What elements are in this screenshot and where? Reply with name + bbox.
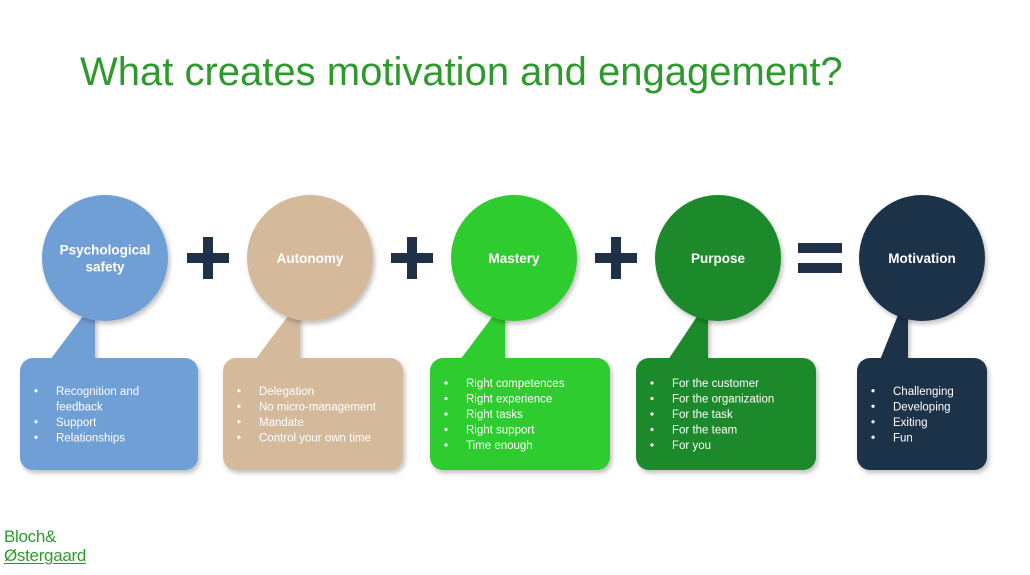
callout-body: [430, 358, 610, 470]
bullet-dot: [237, 435, 241, 439]
bullet-dot: [444, 412, 448, 416]
bullet-dot: [444, 381, 448, 385]
bullet-item: Delegation: [259, 386, 314, 398]
bullet-item: For the organization: [672, 394, 774, 406]
bullet-dot: [237, 389, 241, 393]
plus-sign: [187, 237, 229, 279]
bullet-dot: [650, 412, 654, 416]
bullet-item: For the team: [672, 425, 737, 437]
bullet-dot: [871, 435, 875, 439]
slide-title: What creates motivation and engagement?: [80, 50, 843, 94]
bullet-dot: [444, 443, 448, 447]
bullet-item: For you: [672, 440, 711, 452]
pillar-5: MotivationChallengingDevelopingExitingFu…: [857, 195, 987, 470]
bullet-dot: [34, 420, 38, 424]
bullet-item: Fun: [893, 432, 913, 444]
logo-line-2: Østergaard: [4, 546, 87, 565]
plus-sign: [391, 237, 433, 279]
bullet-item: Mandate: [259, 417, 304, 429]
pillar-label: Motivation: [888, 251, 956, 266]
bullet-item: Recognition and: [56, 386, 139, 398]
callout-body: [636, 358, 816, 470]
pillar-label: safety: [85, 260, 125, 275]
bullet-item: For the task: [672, 409, 733, 421]
company-logo: Bloch& Østergaard: [4, 527, 114, 565]
callout-body: [223, 358, 403, 470]
bullet-dot: [871, 404, 875, 408]
bullet-dot: [237, 404, 241, 408]
bullet-dot: [650, 381, 654, 385]
bullet-dot: [34, 435, 38, 439]
pillar-label: Mastery: [488, 251, 540, 266]
bullet-dot: [650, 396, 654, 401]
logo-line-1: Bloch&: [4, 527, 57, 546]
pillar-label: Psychological: [60, 243, 151, 258]
bullet-item: Time enough: [466, 440, 533, 452]
bullet-item: For the customer: [672, 378, 759, 390]
pillar-circle: [42, 195, 168, 321]
plus-sign: [595, 237, 637, 279]
bullet-dot: [237, 420, 241, 424]
pillar-circle: [655, 195, 781, 321]
bullet-dot: [444, 396, 448, 401]
bullet-dot: [34, 389, 38, 393]
callout-body: [20, 358, 198, 470]
bullet-item: Relationships: [56, 432, 125, 444]
bullet-dot: [871, 389, 875, 393]
pillar-circle: [859, 195, 985, 321]
pillar-label: Purpose: [691, 251, 746, 266]
bullet-dot: [444, 427, 448, 432]
bullet-item: Challenging: [893, 386, 954, 398]
bullet-item: feedback: [56, 401, 103, 413]
bullet-item: Control your own time: [259, 432, 371, 444]
bullet-item: Right competences: [466, 378, 565, 390]
bullet-item: Developing: [893, 401, 951, 413]
bullet-item: Right experience: [466, 394, 552, 406]
bullet-item: Right tasks: [466, 409, 523, 421]
bullet-item: Support: [56, 417, 97, 429]
bullet-item: Exiting: [893, 417, 928, 429]
equals-sign: [798, 243, 842, 273]
bullet-dot: [871, 420, 875, 424]
bullet-item: Right support: [466, 425, 535, 437]
bullet-dot: [650, 443, 654, 447]
callout-body: [857, 358, 987, 470]
pillar-circle: [451, 195, 577, 321]
pillar-circle: [247, 195, 373, 321]
bullet-dot: [650, 427, 654, 432]
bullet-item: No micro-management: [259, 401, 377, 413]
pillar-label: Autonomy: [277, 251, 344, 266]
